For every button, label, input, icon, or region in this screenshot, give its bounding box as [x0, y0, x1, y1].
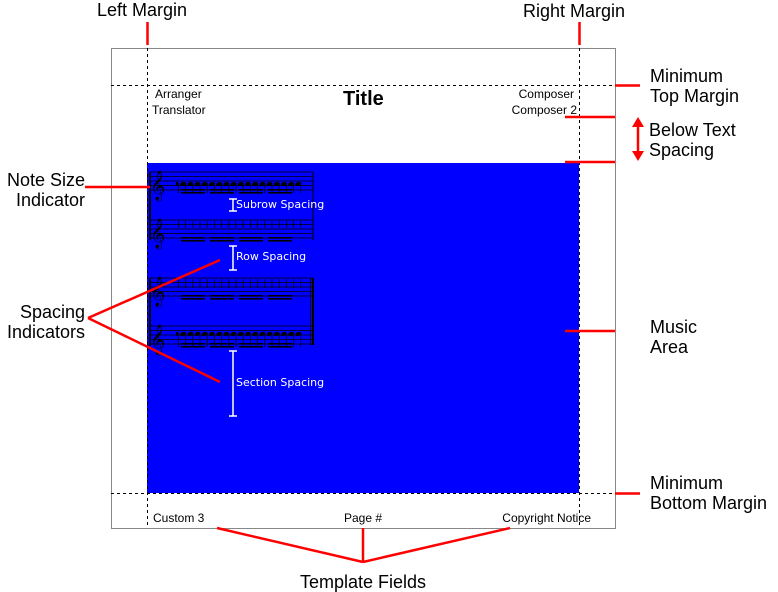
- treble-clef-icon: 𝄞: [150, 170, 165, 202]
- label-line: Top Margin: [650, 86, 740, 106]
- margin-guides: [111, 48, 615, 528]
- beam: [181, 237, 205, 239]
- final-barline: [310, 278, 311, 345]
- beam: [239, 192, 263, 194]
- beam: [268, 240, 292, 242]
- page-title: Title: [343, 88, 384, 110]
- music-area-label: Music Area: [650, 317, 697, 357]
- spacing-indicators-label: Spacing Indicators: [7, 302, 85, 342]
- label-line: Minimum: [650, 473, 724, 493]
- footer-right-field: Copyright Notice: [502, 511, 591, 525]
- notes: [176, 173, 301, 193]
- row-spacing-label: Row Spacing: [236, 250, 307, 263]
- treble-clef-icon: 𝄞: [150, 218, 165, 250]
- beam: [268, 189, 292, 191]
- beam: [268, 298, 292, 300]
- beam: [210, 298, 234, 300]
- beam: [181, 298, 205, 300]
- beam: [181, 343, 205, 345]
- notes: [176, 327, 301, 347]
- beam: [210, 343, 234, 345]
- beam: [181, 346, 205, 348]
- beam: [268, 295, 292, 297]
- right-margin-label: Right Margin: [523, 1, 626, 21]
- below-text-spacing-label: Below Text Spacing: [649, 120, 736, 160]
- annotation-lines: [85, 22, 640, 564]
- footer-center-field: Page #: [344, 511, 383, 525]
- composer2-field: Composer 2: [511, 103, 577, 117]
- label-line: Indicator: [15, 190, 85, 210]
- section-spacing-label: Section Spacing: [236, 376, 325, 389]
- notes: [176, 221, 301, 241]
- music-staves: 𝄞 𝄞 𝄞 𝄞: [149, 170, 314, 356]
- beam: [239, 237, 263, 239]
- treble-clef-icon: 𝄞: [150, 324, 165, 356]
- left-margin-label: Left Margin: [97, 0, 188, 20]
- beam: [210, 237, 234, 239]
- staff: 𝄞: [150, 324, 313, 356]
- beam: [239, 189, 263, 191]
- note-size-indicator-label: Note Size Indicator: [7, 170, 85, 210]
- label-line: Area: [650, 337, 689, 357]
- spacing-arrows: [229, 198, 237, 417]
- notes: [176, 279, 301, 299]
- beam: [268, 237, 292, 239]
- beam: [210, 192, 234, 194]
- translator-field: Translator: [152, 103, 206, 117]
- final-barline: [312, 278, 314, 345]
- beam: [239, 298, 263, 300]
- beam: [210, 240, 234, 242]
- beam: [239, 346, 263, 348]
- label-line: Minimum: [650, 66, 724, 86]
- beam: [210, 346, 234, 348]
- beam: [210, 295, 234, 297]
- beam: [239, 343, 263, 345]
- staff: 𝄞: [150, 276, 313, 308]
- label-line: Spacing: [19, 302, 85, 322]
- min-bottom-margin-label: Minimum Bottom Margin: [650, 473, 767, 513]
- composer-field: Composer: [518, 87, 574, 101]
- system-bracket: [149, 172, 151, 240]
- beam: [239, 240, 263, 242]
- min-top-margin-label: Minimum Top Margin: [650, 66, 739, 106]
- beam: [268, 192, 292, 194]
- beam: [239, 295, 263, 297]
- label-line: Below Text: [649, 120, 736, 140]
- footer-left-field: Custom 3: [153, 511, 205, 525]
- beam: [268, 343, 292, 345]
- system-bracket: [149, 278, 151, 346]
- staff: 𝄞: [150, 218, 313, 250]
- label-line: Music: [650, 317, 698, 337]
- subrow-spacing-label: Subrow Spacing: [236, 198, 325, 211]
- arranger-field: Arranger: [155, 87, 202, 101]
- label-line: Bottom Margin: [650, 493, 768, 513]
- beam: [181, 240, 205, 242]
- beam: [181, 189, 205, 191]
- beam: [268, 346, 292, 348]
- template-fields-label: Template Fields: [300, 572, 427, 592]
- beam: [210, 189, 234, 191]
- treble-clef-icon: 𝄞: [150, 276, 165, 308]
- staff: 𝄞: [150, 170, 313, 202]
- label-line: Spacing: [649, 140, 715, 160]
- beam: [181, 295, 205, 297]
- beam: [181, 192, 205, 194]
- label-line: Indicators: [6, 322, 85, 342]
- label-line: Note Size: [6, 170, 85, 190]
